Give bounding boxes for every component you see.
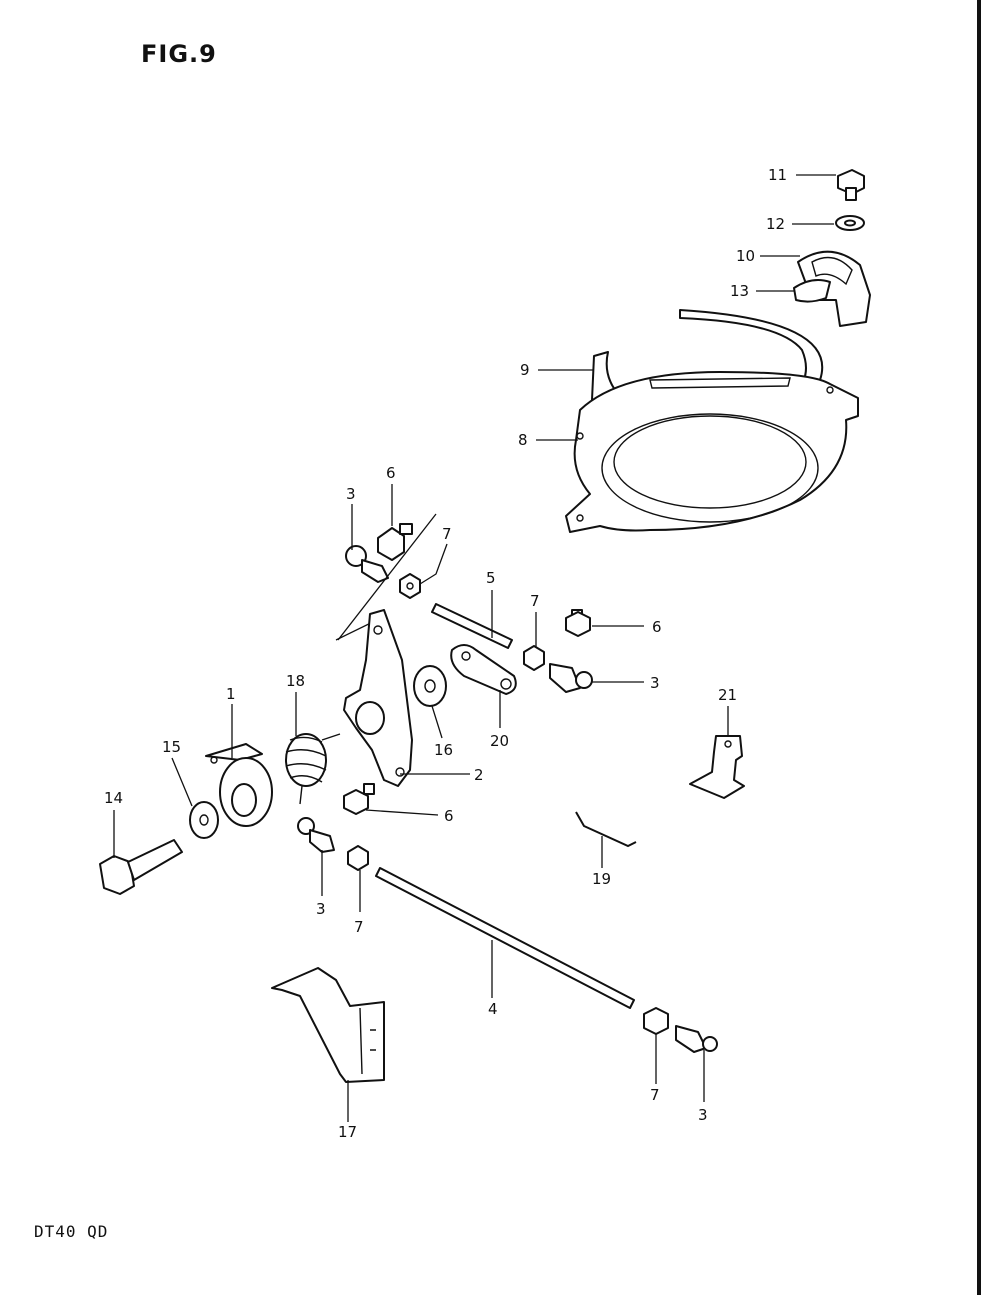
part-18-spring bbox=[285, 733, 341, 805]
part-19-pin bbox=[575, 811, 637, 848]
part-1-cam bbox=[205, 743, 273, 827]
callout-13: 13 bbox=[730, 282, 749, 300]
page-edge-line bbox=[977, 0, 981, 1295]
part-7-nut-top bbox=[399, 573, 421, 599]
assembly-line-a bbox=[337, 513, 437, 641]
callout-6-middle: 6 bbox=[652, 618, 662, 636]
part-3-ball-joint-lower bbox=[297, 817, 335, 853]
callout-2: 2 bbox=[474, 766, 484, 784]
model-code: DT40 QD bbox=[34, 1222, 109, 1241]
part-5-rod bbox=[431, 603, 513, 649]
leader-lines bbox=[113, 174, 836, 1122]
callout-3-top: 3 bbox=[346, 485, 356, 503]
callout-20: 20 bbox=[490, 732, 509, 750]
callout-4: 4 bbox=[488, 1000, 498, 1018]
callout-3-middle: 3 bbox=[650, 674, 660, 692]
part-6-screw-lower bbox=[343, 783, 375, 815]
part-7-nut-bottom bbox=[643, 1007, 669, 1035]
callout-8: 8 bbox=[518, 431, 528, 449]
callout-7-lower: 7 bbox=[354, 918, 364, 936]
callout-5: 5 bbox=[486, 569, 496, 587]
callout-15: 15 bbox=[162, 738, 181, 756]
part-6-screw-top bbox=[377, 523, 413, 561]
part-17-bracket bbox=[271, 967, 385, 1083]
part-6-screw-middle bbox=[565, 609, 591, 637]
callout-3-lower: 3 bbox=[316, 900, 326, 918]
callout-7-bottom: 7 bbox=[650, 1086, 660, 1104]
part-4-long-rod bbox=[375, 867, 635, 1009]
callout-16: 16 bbox=[434, 741, 453, 759]
callout-6-lower: 6 bbox=[444, 807, 454, 825]
callout-14: 14 bbox=[104, 789, 123, 807]
part-10-clamp-bracket bbox=[797, 250, 871, 327]
callout-10: 10 bbox=[736, 247, 755, 265]
part-20-lever bbox=[450, 644, 517, 695]
callout-3-bottom: 3 bbox=[698, 1106, 708, 1124]
callout-9: 9 bbox=[520, 361, 530, 379]
callout-12: 12 bbox=[766, 215, 785, 233]
part-21-bracket bbox=[689, 735, 745, 799]
callout-1: 1 bbox=[226, 685, 236, 703]
part-3-ball-joint-top bbox=[345, 545, 389, 583]
part-3-ball-joint-middle bbox=[549, 663, 593, 693]
callout-6-top: 6 bbox=[386, 464, 396, 482]
callout-17: 17 bbox=[338, 1123, 357, 1141]
part-2-throttle-arm bbox=[343, 609, 413, 787]
figure-title: FIG.9 bbox=[141, 40, 217, 68]
callout-7-top: 7 bbox=[442, 525, 452, 543]
part-3-ball-joint-bottom bbox=[675, 1025, 718, 1053]
part-7-nut-middle bbox=[523, 645, 545, 671]
callout-11: 11 bbox=[768, 166, 787, 184]
part-13-cushion bbox=[793, 279, 831, 303]
part-11-bolt bbox=[837, 169, 865, 201]
part-14-bolt bbox=[99, 839, 183, 895]
part-15-washer bbox=[189, 801, 219, 839]
part-8-plate bbox=[565, 371, 859, 533]
part-16-washer bbox=[413, 665, 447, 707]
callout-18: 18 bbox=[286, 672, 305, 690]
part-12-washer bbox=[835, 215, 865, 231]
part-7-nut-lower bbox=[347, 845, 369, 871]
callout-19: 19 bbox=[592, 870, 611, 888]
callout-7-middle: 7 bbox=[530, 592, 540, 610]
callout-21: 21 bbox=[718, 686, 737, 704]
